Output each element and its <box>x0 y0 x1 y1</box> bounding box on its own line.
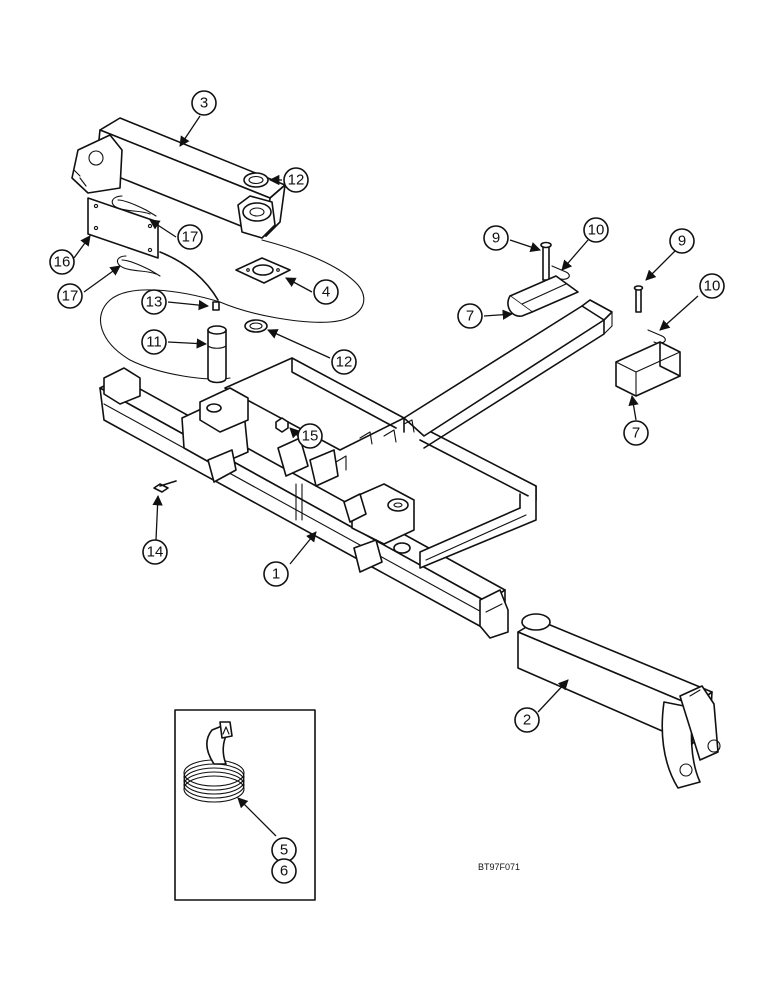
clip-pin-lower <box>116 255 161 277</box>
callout-7-lower: 7 <box>623 420 649 446</box>
callout-12-upper: 12 <box>283 167 309 193</box>
channel-7-lower <box>615 341 681 397</box>
cable <box>159 251 219 301</box>
inset-box <box>174 709 316 901</box>
grease-fitting <box>212 301 220 311</box>
washer-lower <box>244 319 268 333</box>
callout-11: 11 <box>141 329 167 355</box>
callout-label: 9 <box>678 233 686 250</box>
main-frame-part <box>99 299 613 639</box>
leader-lines <box>73 115 699 837</box>
bearing-plate <box>235 257 291 284</box>
callout-label: 7 <box>466 308 474 325</box>
callout-15: 15 <box>297 423 323 449</box>
callout-10-left: 10 <box>583 217 609 243</box>
clip-10-right <box>647 329 666 344</box>
callout-label: 17 <box>62 288 79 305</box>
wire-coil <box>183 721 245 803</box>
drawing-code: BT97F071 <box>478 862 520 872</box>
callout-label: 6 <box>280 863 288 880</box>
callout-label: 7 <box>632 425 640 442</box>
pin-9-left <box>540 241 552 281</box>
callout-14: 14 <box>142 539 168 565</box>
callout-label: 15 <box>302 428 319 445</box>
callout-label: 2 <box>523 712 531 729</box>
lower-arm-part <box>517 613 721 789</box>
callout-label: 14 <box>147 544 164 561</box>
plate-part-16 <box>87 197 159 259</box>
callout-label: 3 <box>200 95 208 112</box>
washer-upper <box>243 172 269 188</box>
callout-label: 12 <box>288 172 305 189</box>
callout-6: 6 <box>271 858 297 884</box>
lanyard-loop <box>100 239 365 380</box>
callout-2: 2 <box>514 707 540 733</box>
channel-7-upper <box>507 275 579 317</box>
callout-16: 16 <box>49 249 75 275</box>
pin-9-right <box>633 285 644 313</box>
callout-17-upper: 17 <box>177 224 203 250</box>
callout-10-right: 10 <box>699 273 725 299</box>
nut <box>275 417 289 433</box>
callout-4: 4 <box>313 279 339 305</box>
callout-9-left: 9 <box>483 225 509 251</box>
clip-pin-upper <box>111 195 157 217</box>
callout-9-right: 9 <box>669 228 695 254</box>
callout-12-lower: 12 <box>331 349 357 375</box>
callout-3: 3 <box>191 90 217 116</box>
bolt <box>153 480 177 493</box>
upper-arm-part <box>71 117 286 239</box>
pivot-pin <box>207 325 227 384</box>
callout-label: 12 <box>336 354 353 371</box>
callout-label: 11 <box>146 334 162 351</box>
callout-7-upper: 7 <box>457 303 483 329</box>
callout-label: 5 <box>280 842 288 859</box>
callout-label: 4 <box>322 284 330 301</box>
callout-label: 1 <box>272 566 280 583</box>
callout-label: 16 <box>54 254 71 271</box>
callout-label: 9 <box>492 230 500 247</box>
callout-label: 17 <box>182 229 199 246</box>
callout-13: 13 <box>141 289 167 315</box>
callout-label: 10 <box>588 222 605 239</box>
callout-1: 1 <box>263 561 289 587</box>
callout-label: 13 <box>146 294 163 311</box>
callout-17-lower: 17 <box>57 283 83 309</box>
callout-label: 10 <box>704 278 721 295</box>
